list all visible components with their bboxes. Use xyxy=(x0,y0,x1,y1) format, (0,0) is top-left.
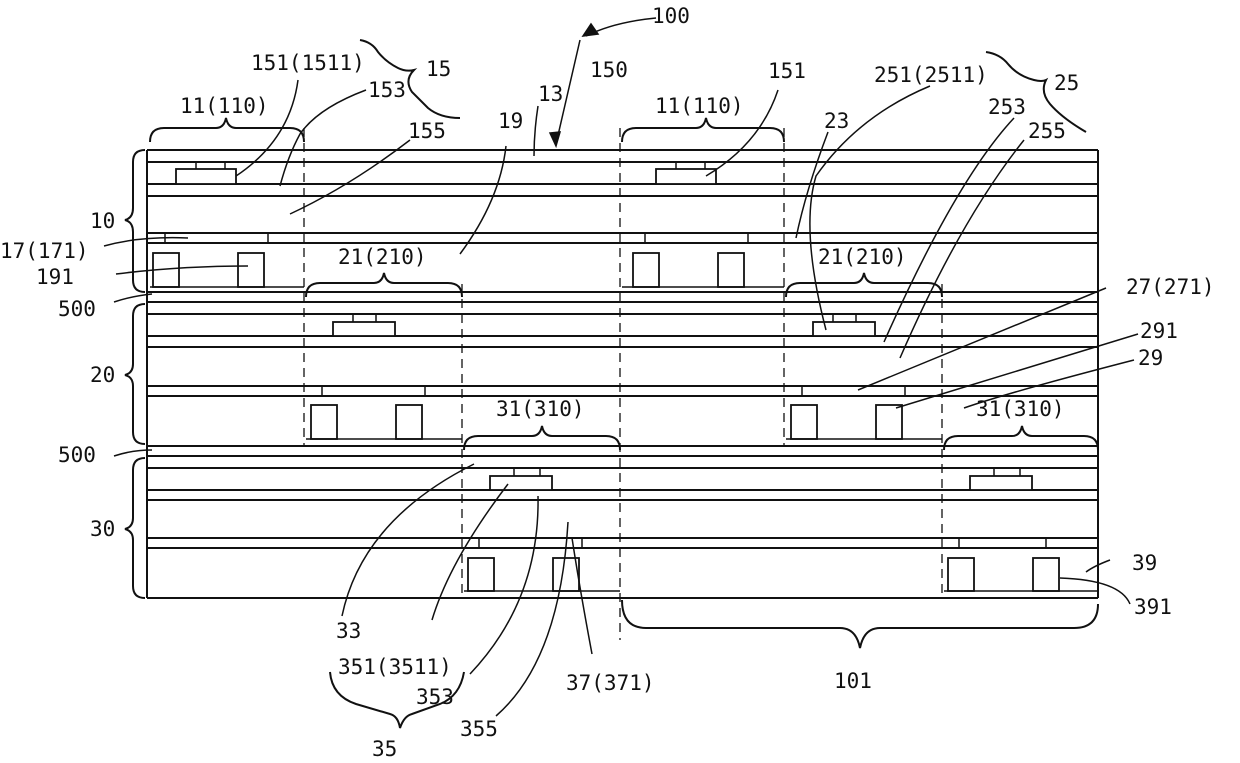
label-25: 25 xyxy=(1054,71,1079,95)
structure-outline xyxy=(147,150,1098,598)
label-355: 355 xyxy=(460,717,498,741)
label-151: 151 xyxy=(768,59,806,83)
label-21-210-a: 21(210) xyxy=(338,245,427,269)
region-dividers xyxy=(304,128,942,640)
label-39: 39 xyxy=(1132,551,1157,575)
components xyxy=(150,162,1098,591)
layer-lines xyxy=(147,150,1098,548)
label-150: 150 xyxy=(590,58,628,82)
label-27-271: 27(271) xyxy=(1126,275,1215,299)
label-155: 155 xyxy=(408,119,446,143)
label-353: 353 xyxy=(416,685,454,709)
label-23: 23 xyxy=(824,109,849,133)
label-291: 291 xyxy=(1140,319,1178,343)
label-20: 20 xyxy=(90,363,115,387)
label-500-b: 500 xyxy=(58,443,96,467)
leader-lines xyxy=(104,18,1138,716)
label-19: 19 xyxy=(498,109,523,133)
label-101: 101 xyxy=(834,669,872,693)
label-29: 29 xyxy=(1138,346,1163,370)
label-153: 153 xyxy=(368,78,406,102)
label-17-171: 17(171) xyxy=(0,239,89,263)
label-251-2511: 251(2511) xyxy=(874,63,988,87)
label-351-3511: 351(3511) xyxy=(338,655,452,679)
label-10: 10 xyxy=(90,209,115,233)
labels: 100 151(1511) 15 153 155 11(110) 13 150 … xyxy=(0,4,1215,761)
label-500-a: 500 xyxy=(58,297,96,321)
label-35: 35 xyxy=(372,737,397,761)
label-11-110-b: 11(110) xyxy=(655,94,744,118)
label-391: 391 xyxy=(1134,595,1172,619)
label-37-371: 37(371) xyxy=(566,671,655,695)
label-191: 191 xyxy=(36,265,74,289)
label-255: 255 xyxy=(1028,119,1066,143)
label-11-110-a: 11(110) xyxy=(180,94,269,118)
label-33: 33 xyxy=(336,619,361,643)
label-21-210-b: 21(210) xyxy=(818,245,907,269)
label-31-310-b: 31(310) xyxy=(976,397,1065,421)
label-15: 15 xyxy=(426,57,451,81)
label-100: 100 xyxy=(652,4,690,28)
label-151-1511: 151(1511) xyxy=(251,51,365,75)
label-30: 30 xyxy=(90,517,115,541)
braces xyxy=(125,40,1098,728)
label-13: 13 xyxy=(538,82,563,106)
label-253: 253 xyxy=(988,95,1026,119)
label-31-310-a: 31(310) xyxy=(496,397,585,421)
